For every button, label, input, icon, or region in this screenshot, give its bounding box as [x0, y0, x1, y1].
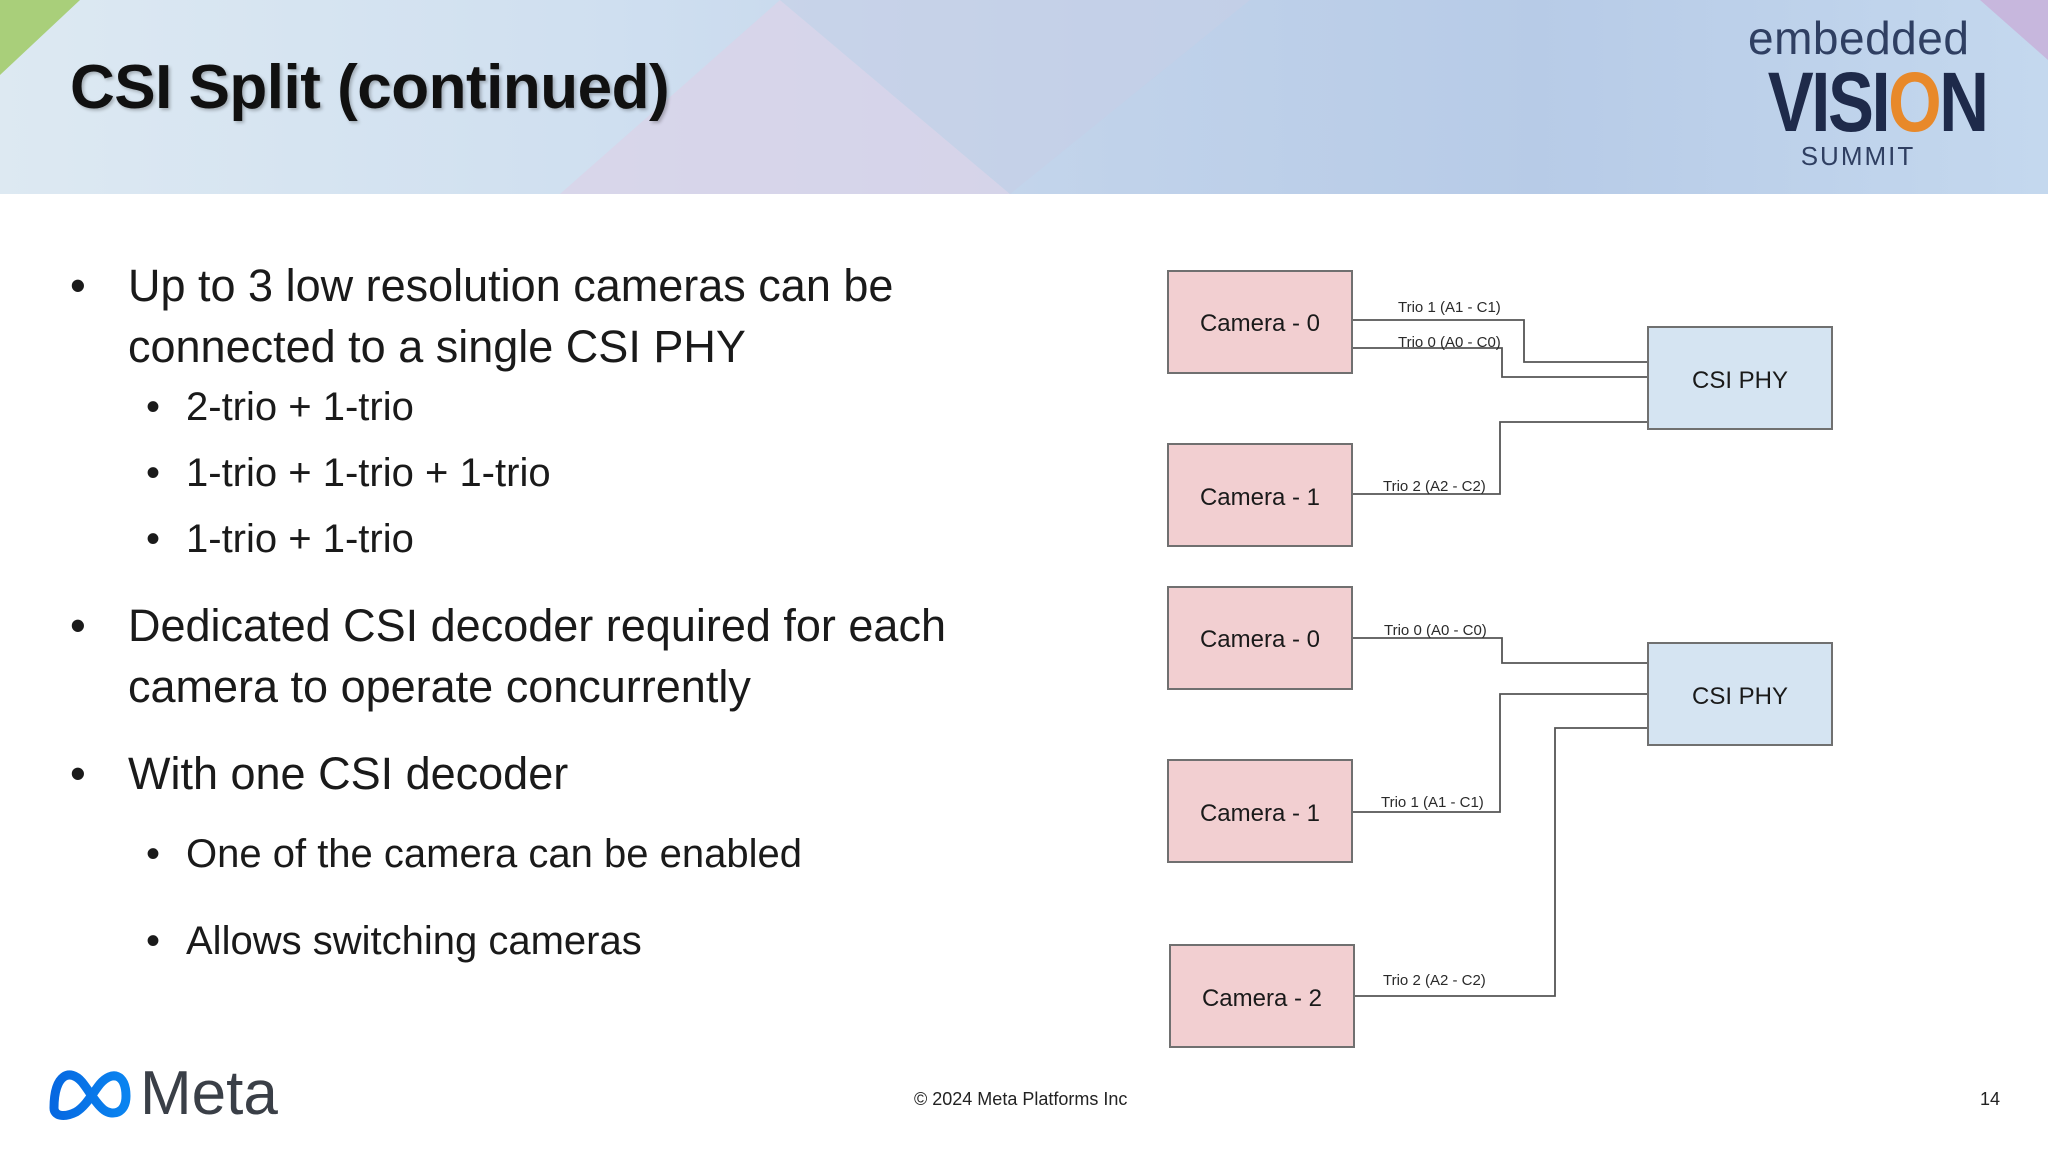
bullet-cameras-per-phy: Up to 3 low resolution cameras can be co…	[70, 255, 970, 377]
sub-bullet-switching-cameras: Allows switching cameras	[70, 916, 970, 966]
page-number: 14	[1980, 1089, 2001, 1109]
logo-line-summit: SUMMIT	[1800, 141, 1916, 171]
link-label-top-trio2: Trio 2 (A2 - C2)	[1383, 478, 1486, 495]
csi-phy-label-bottom: CSI PHY	[1692, 683, 1788, 710]
link-label-bottom-trio1: Trio 1 (A1 - C1)	[1381, 794, 1484, 811]
camera-label-bottom-0: Camera - 0	[1200, 626, 1320, 653]
camera-label-top-0: Camera - 0	[1200, 310, 1320, 337]
link-label-bottom-trio0: Trio 0 (A0 - C0)	[1384, 622, 1487, 639]
logo-vision-part: VISI	[1767, 55, 1891, 149]
wire-bottom-trio1	[1352, 693, 1648, 813]
csi-phy-box-top	[1647, 326, 1833, 430]
camera-box-top-1	[1167, 443, 1353, 547]
logo-vision-o: O	[1888, 55, 1942, 149]
csi-phy-label-top: CSI PHY	[1692, 367, 1788, 394]
wire-top-trio0	[1352, 347, 1648, 378]
wires	[1352, 319, 1648, 997]
header-decoration	[0, 0, 2048, 194]
camera-label-bottom-1: Camera - 1	[1200, 800, 1320, 827]
link-label-top-trio1: Trio 1 (A1 - C1)	[1398, 299, 1501, 316]
logo-line-vision: VISION	[1768, 60, 1989, 144]
csi-phy-box-bottom	[1647, 642, 1833, 746]
camera-label-top-1: Camera - 1	[1200, 484, 1320, 511]
sub-bullet-three-1trio: 1-trio + 1-trio + 1-trio	[70, 448, 970, 498]
bullet-one-decoder: With one CSI decoder	[70, 743, 970, 804]
logo-vision-end: N	[1939, 55, 1989, 149]
camera-box-bottom-0	[1167, 586, 1353, 690]
camera-box-bottom-1	[1167, 759, 1353, 863]
sub-bullet-one-camera-enabled: One of the camera can be enabled	[70, 829, 970, 879]
bullet-dedicated-decoder: Dedicated CSI decoder required for each …	[70, 595, 970, 717]
meta-infinity-icon	[49, 1070, 131, 1120]
camera-label-bottom-2: Camera - 2	[1202, 985, 1322, 1012]
slide-title: CSI Split (continued)	[70, 53, 670, 122]
header-banner: CSI Split (continued) embedded VISION SU…	[0, 0, 2048, 194]
camera-box-top-0	[1167, 270, 1353, 374]
bullet-list: Up to 3 low resolution cameras can be co…	[70, 255, 970, 966]
wire-bottom-trio2	[1352, 727, 1648, 997]
camera-box-bottom-2	[1169, 944, 1355, 1048]
wire-top-trio1	[1352, 319, 1648, 363]
link-label-bottom-trio2: Trio 2 (A2 - C2)	[1383, 972, 1486, 989]
wire-top-trio2	[1352, 421, 1648, 495]
meta-wordmark: Meta	[140, 1059, 278, 1124]
embedded-vision-summit-logo: embedded VISION SUMMIT	[1748, 12, 1989, 171]
link-label-top-trio0: Trio 0 (A0 - C0)	[1398, 334, 1501, 351]
sub-bullet-two-1trio: 1-trio + 1-trio	[70, 514, 970, 564]
footer-copyright: © 2024 Meta Platforms Inc	[914, 1089, 1128, 1109]
wire-bottom-trio0	[1352, 637, 1648, 664]
meta-logo: Meta	[49, 1059, 278, 1124]
sub-bullet-2trio-1trio: 2-trio + 1-trio	[70, 382, 970, 432]
logo-line-embedded: embedded	[1748, 12, 1970, 64]
